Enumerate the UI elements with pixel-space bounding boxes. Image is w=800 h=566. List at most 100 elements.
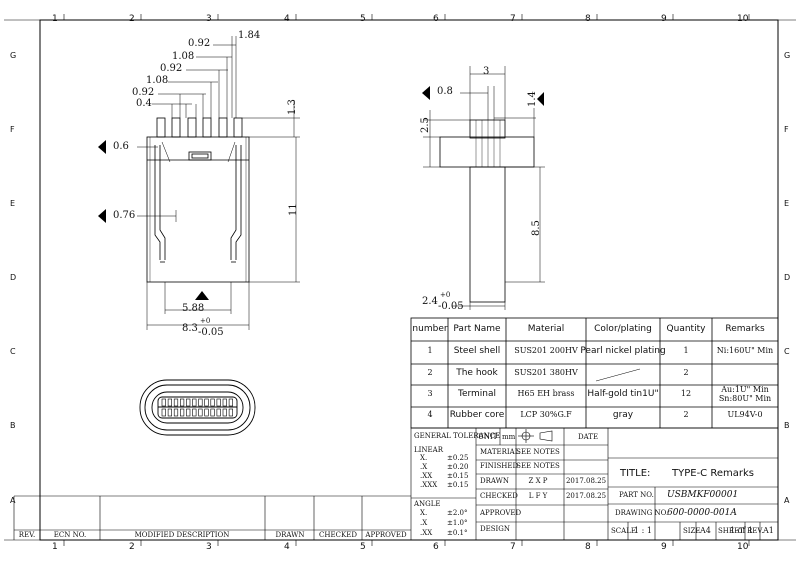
bom-header-part-name: Part Name (453, 324, 501, 334)
approval-row-label: APPROVED (480, 509, 522, 517)
approval-row-label: DRAWN (480, 477, 509, 485)
revision-header-checked: CHECKED (319, 531, 357, 539)
approval-row-label: DESIGN (480, 525, 510, 533)
dim-0-92-b: 0.92 (160, 63, 183, 74)
column-label-bottom-7: 7 (510, 542, 516, 552)
row-label-right-D: D (784, 273, 791, 282)
approval-row-label: FINISHED (480, 462, 519, 470)
revision-header-approved: APPROVED (365, 531, 407, 539)
row-label-right-A: A (784, 496, 790, 505)
dim-1-3: 1.3 (287, 99, 298, 115)
end-view-pin-slot (216, 398, 221, 407)
column-label-bottom-5: 5 (360, 542, 366, 552)
bom-cell-material-4: LCP 30%G.F (520, 410, 572, 419)
end-view-pin-slot (161, 398, 166, 407)
dim-2-4-tol-upper: +0 (440, 291, 451, 299)
dim-0-4: 0.4 (136, 98, 152, 109)
part-no-label: PART NO. (619, 491, 654, 499)
row-label-left-D: D (10, 273, 17, 282)
approval-row-label: CHECKED (480, 492, 518, 500)
approval-row-label: MATERIAL (480, 448, 520, 456)
end-view-pin-slot (210, 398, 215, 407)
end-view-pin-slot (186, 398, 191, 407)
end-view-pin-slot (167, 398, 173, 407)
general-tolerance-label: GENERAL TOLERANCE (414, 432, 501, 440)
bom-cell-part-name-2: The hook (456, 368, 498, 378)
bom-cell-number-4: 4 (427, 410, 433, 419)
dim-0-6: 0.6 (113, 141, 129, 152)
title-value: TYPE-C Remarks (672, 468, 754, 479)
part-no-value: USBMKF00001 (667, 490, 739, 500)
sheet-value: 1 of 1 (730, 526, 754, 535)
revision-header-modified-description: MODIFIED DESCRIPTION (134, 531, 230, 539)
revision-header-rev: REV. (18, 531, 36, 539)
dim-2-4: 2.4 (422, 296, 438, 307)
dim-0-8: 0.8 (437, 86, 453, 97)
dim-8-3: 8.3 (182, 323, 198, 334)
bom-cell-quantity-4: 2 (683, 410, 689, 419)
tolerance-angle-key: .XX (420, 529, 433, 537)
dim-1-4: 1.4 (527, 91, 538, 107)
tolerance-linear-key: .XX (420, 472, 433, 480)
approval-row-value: SEE NOTES (516, 448, 560, 456)
bom-cell-remarks-3-b: Sn:80U" Min (718, 394, 772, 403)
dim-1-08-b: 1.08 (146, 75, 169, 86)
tolerance-linear-value: ±0.15 (447, 472, 469, 480)
end-view-pin-slot (210, 408, 215, 417)
column-label-top-7: 7 (510, 14, 516, 24)
sheet-label: SHEET (718, 527, 744, 535)
dim-2-4-tol-lower: -0.05 (438, 301, 464, 312)
bom-cell-quantity-3: 12 (680, 389, 692, 398)
approval-row-value: L F Y (528, 492, 548, 500)
end-view-pin-slot (216, 408, 221, 417)
angle-label: ANGLE (414, 500, 441, 508)
dim-8-5: 8.5 (531, 220, 542, 236)
side-view (439, 119, 535, 303)
bom-cell-part-name-1: Steel shell (453, 346, 501, 356)
column-label-bottom-3: 3 (206, 542, 212, 552)
end-view-pin-slot (228, 408, 234, 417)
column-label-bottom-6: 6 (433, 542, 439, 552)
column-label-bottom-10: 10 (737, 542, 749, 552)
bom-cell-material-2: SUS201 380HV (514, 368, 578, 377)
drawing-no-value: 600-0000-001A (667, 508, 737, 518)
bom-cell-remarks-4: UL94V-0 (727, 410, 763, 419)
revision-block-lines (13, 495, 411, 540)
tolerance-linear-key: .X (420, 463, 428, 471)
bom-header-color-plating: Color/plating (594, 324, 652, 334)
row-label-left-E: E (10, 199, 16, 208)
approval-row-date: 2017.08.25 (565, 477, 607, 485)
column-label-bottom-9: 9 (661, 542, 667, 552)
end-view-pin-slot (228, 398, 234, 407)
bom-cell-remarks-1: Ni:160U" Min (716, 346, 774, 355)
bom-cell-part-name-3: Terminal (457, 389, 497, 399)
unit-value: mm (502, 433, 516, 441)
dim-2-5: 2.5 (420, 117, 431, 133)
row-label-right-F: F (784, 125, 789, 134)
tolerance-angle-key: X. (420, 509, 428, 517)
approval-row-date: 2017.08.25 (565, 492, 607, 500)
bom-cell-quantity-2: 2 (683, 368, 689, 377)
end-view-pin-slot (167, 408, 173, 417)
tolerance-angle-value: ±1.0° (447, 519, 468, 527)
end-view-pin-slot (173, 408, 179, 417)
row-label-right-G: G (784, 51, 791, 60)
end-view-pin-slot (180, 398, 185, 407)
tolerance-linear-value: ±0.15 (447, 481, 469, 489)
column-label-top-5: 5 (360, 14, 366, 24)
row-label-left-G: G (10, 51, 17, 60)
revision-header-drawn: DRAWN (275, 531, 305, 539)
dim-0-92-a: 0.92 (188, 38, 211, 49)
dim-1-08-a: 1.08 (172, 51, 195, 62)
bom-cell-number-2: 2 (427, 368, 433, 377)
size-label: SIZE (683, 527, 701, 535)
bom-header-number: number (412, 324, 448, 334)
front-view (146, 117, 250, 283)
dim-0-92-c: 0.92 (132, 87, 155, 98)
column-label-top-4: 4 (284, 14, 290, 24)
drawing-no-label: DRAWING NO. (615, 509, 669, 517)
row-label-left-C: C (10, 347, 16, 356)
column-label-bottom-8: 8 (585, 542, 591, 552)
row-label-right-C: C (784, 347, 790, 356)
